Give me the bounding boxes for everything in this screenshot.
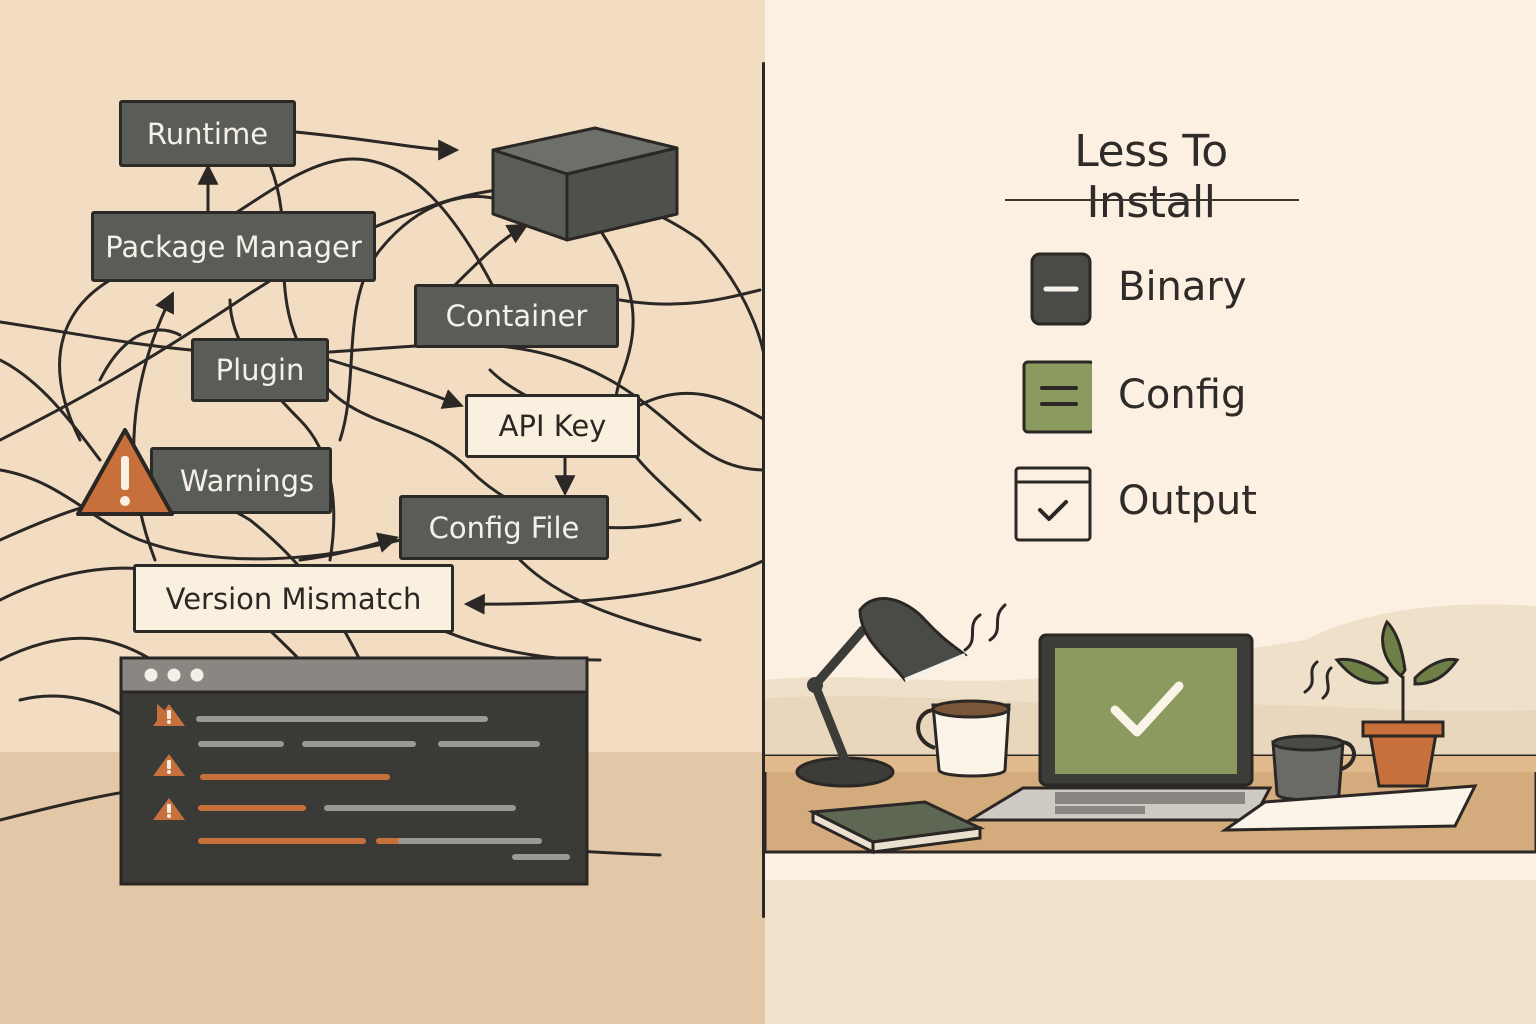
potted-plant-icon (1334, 619, 1460, 788)
laptop-icon (964, 633, 1273, 822)
legend-item-output: Output (1012, 466, 1332, 544)
legend-label-config: Config (1118, 372, 1247, 418)
plugin-box: Plugin (191, 338, 329, 402)
container-box: Container (414, 284, 619, 348)
terminal-window (119, 656, 589, 886)
panel-title: Less To Install (1074, 126, 1228, 228)
desk-lamp-icon (795, 597, 968, 788)
output-checkbox-icon (1014, 466, 1092, 542)
paper-sheet-icon (1220, 784, 1478, 832)
config-file-box: Config File (399, 495, 609, 560)
warning-icon (76, 428, 174, 516)
tea-cup-icon (1271, 660, 1356, 802)
warnings-box: Warnings (150, 447, 332, 514)
coffee-mug-icon (916, 603, 1011, 778)
legend-item-config: Config (1012, 360, 1332, 438)
server-block (491, 126, 679, 242)
legend-item-binary: Binary (1012, 252, 1332, 330)
notebook-icon (807, 800, 986, 855)
panel-divider (762, 62, 765, 918)
binary-icon (1030, 252, 1092, 326)
api-key-box: API Key (465, 394, 640, 458)
legend-label-binary: Binary (1118, 264, 1247, 310)
package-manager-box: Package Manager (91, 211, 376, 282)
right-floor (765, 880, 1536, 1024)
title-underline (1005, 199, 1299, 201)
desk-scene (765, 597, 1536, 855)
config-icon (1022, 360, 1092, 434)
version-mismatch-box: Version Mismatch (133, 564, 454, 633)
runtime-box: Runtime (119, 100, 296, 167)
legend-label-output: Output (1118, 478, 1257, 524)
